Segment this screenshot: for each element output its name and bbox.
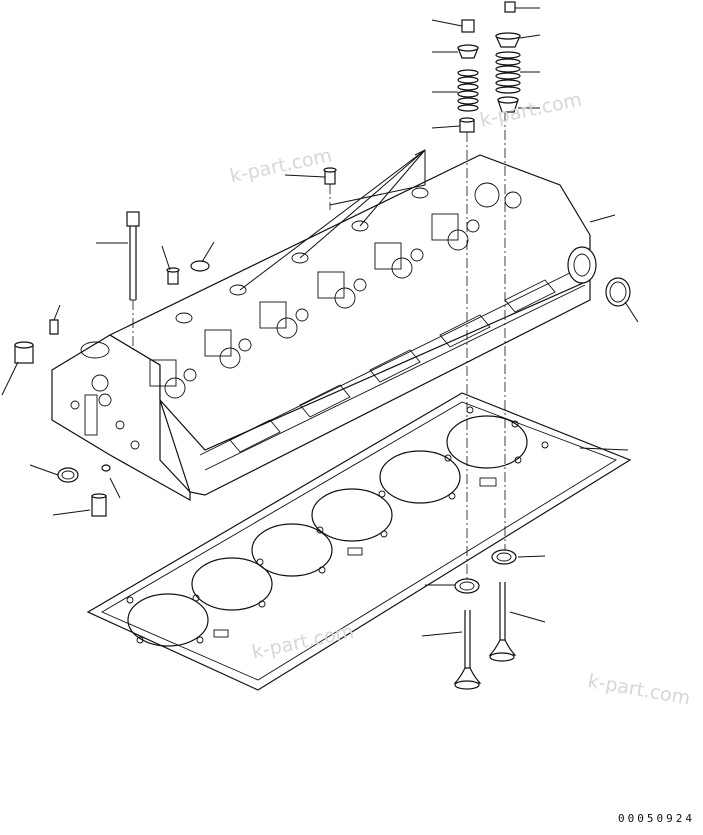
exhaust-valve: [488, 582, 517, 662]
valve-stem-seal: [459, 117, 475, 133]
head-gasket: [86, 392, 632, 691]
injector-sleeve: [323, 167, 337, 185]
cylinder-head: [51, 154, 597, 502]
valve-cotter: [461, 1, 516, 33]
valve-seat-insert: [454, 549, 517, 594]
valve-spring: [457, 51, 521, 112]
gasket-holes: [126, 406, 549, 644]
intake-valve: [453, 610, 482, 690]
center-lines: [132, 112, 506, 580]
drawing-number: 00050924: [618, 812, 695, 825]
head-bolt: [126, 211, 140, 301]
spring-retainer: [457, 32, 521, 59]
callout-leaders: [1, 7, 639, 637]
head-ports: [80, 182, 522, 399]
valve-rotator: [497, 96, 519, 113]
injector-bores: [175, 187, 429, 324]
valve-train-stack: [457, 1, 521, 133]
dowel-pin: [57, 464, 111, 517]
gasket-bores: [127, 415, 528, 647]
plug: [14, 319, 59, 364]
front-face-holes: [70, 393, 140, 450]
